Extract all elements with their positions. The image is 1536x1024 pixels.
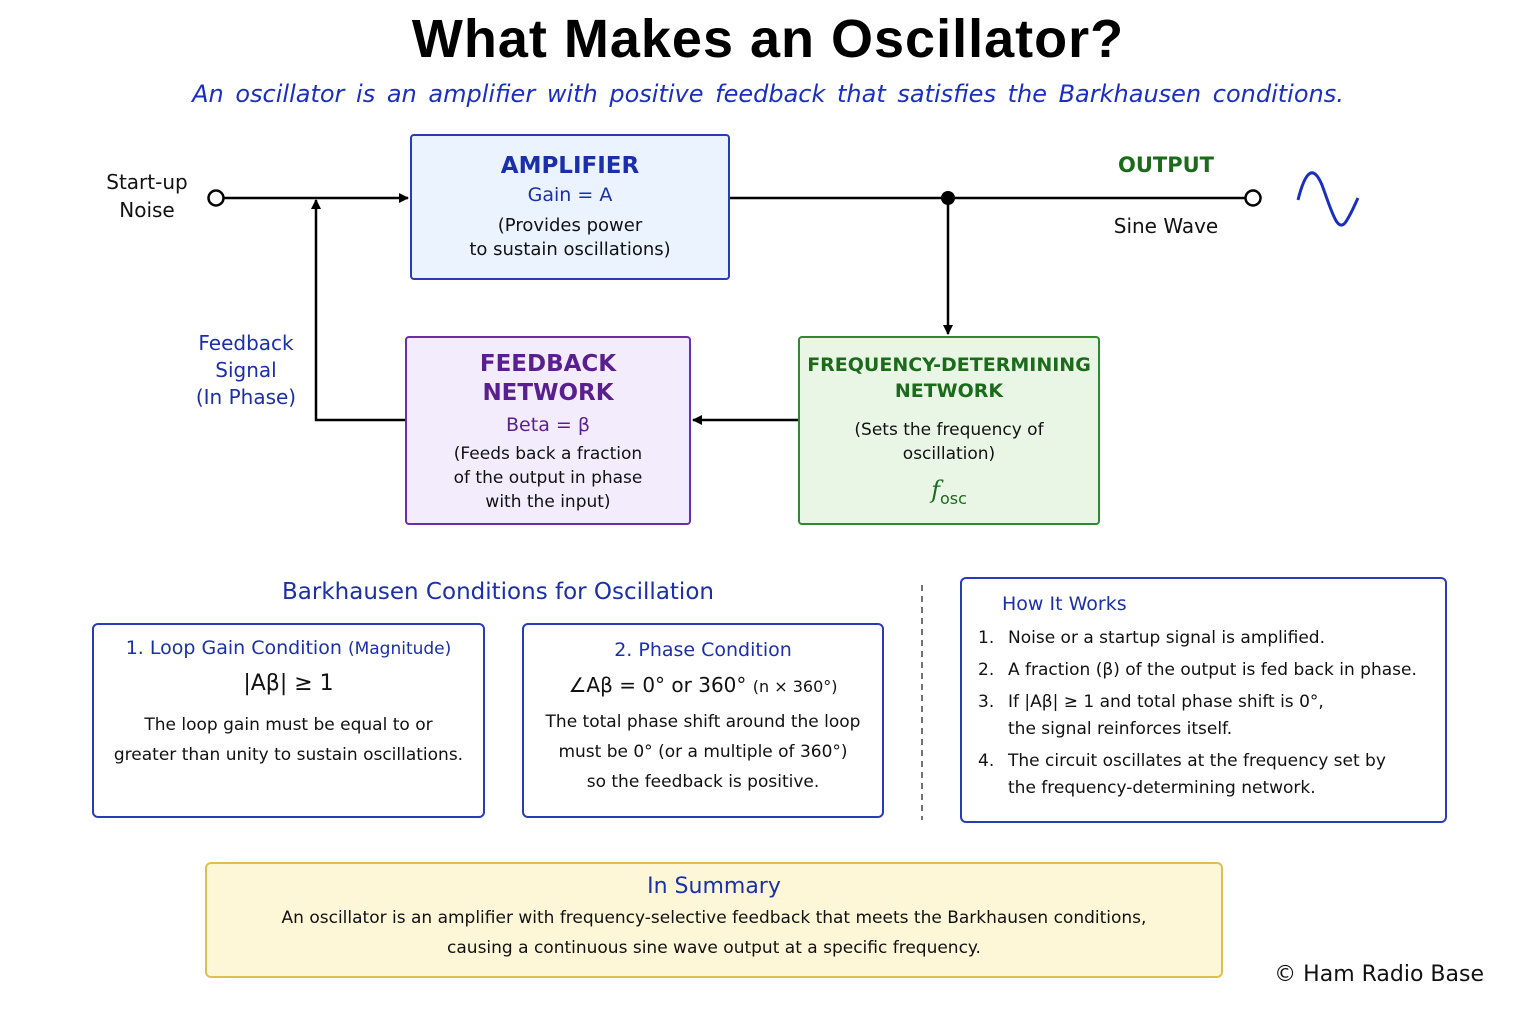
copyright: © Ham Radio Base <box>1274 962 1484 987</box>
amplifier-desc: (Provides power to sustain oscillations) <box>469 215 671 260</box>
feedback-network-desc: (Feeds back a fraction of the output in … <box>453 444 643 512</box>
input-label: Start-up Noise <box>106 170 188 222</box>
amplifier-title: AMPLIFIER <box>500 153 640 179</box>
feedback-network-block: FEEDBACK NETWORK Beta = β (Feeds back a … <box>405 336 691 525</box>
loop-gain-heading: 1. Loop Gain Condition (Magnitude) <box>125 637 452 659</box>
summary-text: An oscillator is an amplifier with frequ… <box>281 908 1147 958</box>
phase-formula: ∠Aβ = 0° or 360° (n × 360°) <box>568 673 838 697</box>
feedback-beta: Beta = β <box>506 414 590 436</box>
page-subtitle: An oscillator is an amplifier with posit… <box>192 80 1344 108</box>
feedback-return-wire <box>311 199 405 422</box>
output-sublabel: Sine Wave <box>1113 214 1219 238</box>
list-item: 2.A fraction (β) of the output is fed ba… <box>978 660 1417 680</box>
list-item: 1.Noise or a startup signal is amplified… <box>978 628 1325 648</box>
summary-card: In Summary An oscillator is an amplifier… <box>205 862 1223 978</box>
output-label: OUTPUT <box>1118 153 1214 177</box>
amplifier-gain: Gain = A <box>527 184 613 206</box>
frequency-network-title: FREQUENCY-DETERMINING NETWORK <box>807 354 1091 402</box>
loop-gain-condition-card: 1. Loop Gain Condition (Magnitude) |Aβ| … <box>92 623 485 818</box>
phase-heading: 2. Phase Condition <box>614 639 792 661</box>
barkhausen-title: Barkhausen Conditions for Oscillation <box>282 579 714 605</box>
sine-wave-icon <box>1296 171 1360 227</box>
frequency-network-desc: (Sets the frequency of oscillation) <box>854 420 1044 464</box>
feedback-signal-label: Feedback Signal (In Phase) <box>195 331 297 409</box>
page-title: What Makes an Oscillator? <box>411 9 1125 69</box>
summary-title: In Summary <box>647 874 781 899</box>
output-terminal <box>1244 189 1262 207</box>
phase-desc: The total phase shift around the loop mu… <box>545 712 861 792</box>
list-item: 4.The circuit oscillates at the frequenc… <box>978 751 1386 798</box>
amplifier-block: AMPLIFIER Gain = A (Provides power to su… <box>410 134 730 280</box>
how-it-works-title: How It Works <box>1002 593 1127 615</box>
how-it-works-card: How It Works 1.Noise or a startup signal… <box>960 577 1447 823</box>
frequency-network-block: FREQUENCY-DETERMINING NETWORK (Sets the … <box>798 336 1100 525</box>
how-it-works-list: 1.Noise or a startup signal is amplified… <box>962 625 1445 802</box>
fosc-symbol: fosc <box>931 476 967 508</box>
junction-dot <box>941 191 955 205</box>
phase-condition-card: 2. Phase Condition ∠Aβ = 0° or 360° (n ×… <box>522 623 884 818</box>
feedback-network-title: FEEDBACK NETWORK <box>479 351 617 406</box>
loop-gain-formula: |Aβ| ≥ 1 <box>243 671 334 696</box>
list-item: 3.If |Aβ| ≥ 1 and total phase shift is 0… <box>978 692 1324 739</box>
loop-gain-desc: The loop gain must be equal to or greate… <box>113 715 464 765</box>
input-terminal <box>207 189 225 207</box>
